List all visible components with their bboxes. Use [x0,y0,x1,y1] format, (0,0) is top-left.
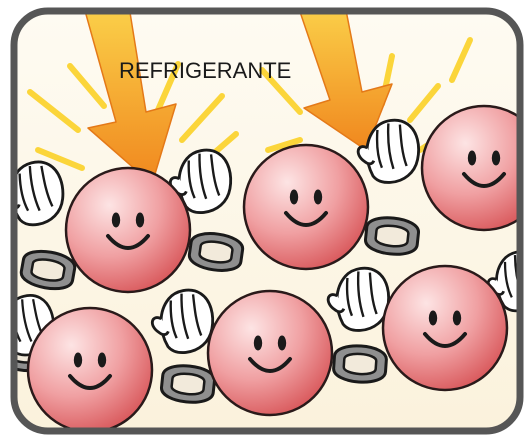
molecule-top-3 [422,106,532,230]
molecule-bottom-2 [208,291,332,415]
molecule-bottom-1 [28,308,152,432]
molecule-top-2 [244,145,368,269]
refrigerant-label: REFRIGERANTE [119,58,291,84]
molecule-top-1 [66,168,190,292]
molecule-bottom-3 [383,266,507,390]
